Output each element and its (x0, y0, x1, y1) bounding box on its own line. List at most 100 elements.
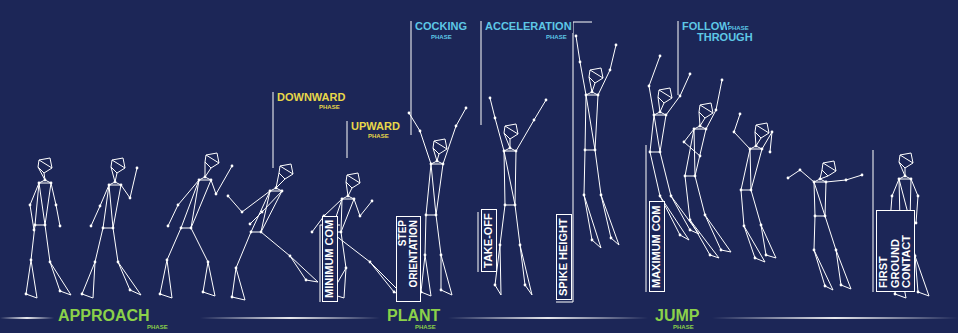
bone-line (433, 148, 437, 161)
joint-dot (44, 179, 47, 182)
joint-dot (425, 214, 428, 217)
bone-line (100, 185, 109, 206)
bone-line (51, 183, 56, 205)
bone-line (181, 228, 191, 229)
event-label: FIRST GROUND CONTACT (876, 210, 915, 292)
phase-label: THROUGH (696, 32, 754, 44)
bone-line (436, 215, 441, 255)
joint-dot (231, 165, 234, 168)
bone-line (236, 232, 251, 268)
joint-dot (34, 224, 37, 227)
bone-line (699, 112, 705, 118)
joint-dot (861, 174, 864, 177)
joint-dot (261, 211, 264, 214)
joint-dot (787, 177, 790, 180)
bone-line (347, 175, 360, 183)
joint-dot (743, 225, 746, 228)
bone-line (206, 153, 217, 155)
joint-dot (754, 257, 757, 260)
bone-line (659, 90, 672, 98)
bone-line (659, 88, 670, 90)
joint-dot (524, 284, 527, 287)
event-label: STEP ORIENTATION (396, 216, 421, 302)
joint-dot (436, 160, 439, 163)
bone-line (595, 78, 603, 83)
bone-line (26, 294, 37, 298)
bone-line (205, 162, 211, 168)
joint-dot (769, 151, 772, 154)
bone-line (35, 225, 45, 226)
joint-dot (533, 119, 536, 122)
bone-line (434, 141, 447, 149)
joint-dot (649, 151, 652, 154)
joint-dot (813, 249, 816, 252)
bone-line (56, 205, 60, 226)
leader-lines (273, 21, 873, 302)
bone-line (520, 245, 525, 285)
bone-line (251, 232, 261, 233)
joint-dot (129, 197, 132, 200)
joint-dot (704, 214, 707, 217)
bone-line (585, 150, 595, 151)
bone-line (589, 77, 592, 92)
phase-suffix: PHASE (430, 34, 453, 40)
skeleton-figures (25, 35, 929, 300)
bone-line (44, 168, 52, 173)
phase-suffix: PHASE (318, 104, 341, 110)
bone-line (441, 255, 452, 295)
bone-line (167, 260, 172, 298)
joint-dot (683, 141, 686, 144)
bone-line (251, 191, 270, 232)
joint-dot (689, 229, 692, 232)
joint-dot (720, 249, 723, 252)
joint-dot (689, 219, 692, 222)
joint-dot (260, 231, 263, 234)
bone-line (441, 255, 442, 290)
bone-line (199, 180, 211, 181)
joint-dot (289, 255, 292, 258)
joint-dot (694, 175, 697, 178)
bone-line (409, 113, 420, 131)
joint-dot (699, 125, 702, 128)
joint-dot (509, 147, 512, 150)
bone-line (270, 191, 282, 192)
bone-line (118, 262, 141, 295)
bone-line (95, 228, 103, 262)
bone-line (800, 170, 814, 182)
joint-dot (904, 175, 907, 178)
bone-line (38, 160, 39, 167)
bone-line (826, 180, 846, 182)
joint-dot (699, 155, 702, 158)
bone-line (716, 80, 722, 110)
bone-line (510, 134, 518, 139)
joint-dot (615, 44, 618, 47)
phase-suffix: PHASE (672, 324, 695, 330)
bone-line (916, 196, 918, 223)
bone-line (31, 225, 35, 260)
joint-dot (835, 249, 838, 252)
bone-line (228, 196, 242, 212)
bone-line (586, 95, 598, 96)
joint-dot (733, 131, 736, 134)
joint-dot (689, 73, 692, 76)
bone-line (734, 114, 740, 132)
bone-line (750, 149, 751, 190)
bone-line (109, 185, 121, 186)
bone-line (516, 120, 534, 151)
bone-line (50, 262, 60, 291)
joint-dot (49, 261, 52, 264)
joint-dot (227, 195, 230, 198)
bone-line (899, 162, 905, 176)
bone-line (690, 220, 710, 255)
joint-dot (55, 204, 58, 207)
joint-dot (891, 195, 894, 198)
bone-line (671, 196, 690, 230)
bone-line (899, 179, 911, 180)
bone-line (500, 245, 501, 295)
joint-dot (771, 131, 774, 134)
bone-line (814, 182, 815, 216)
phase-label: DOWNWARD (276, 92, 346, 104)
bone-line (822, 163, 823, 170)
bone-line (208, 262, 215, 296)
bone-line (694, 129, 695, 176)
